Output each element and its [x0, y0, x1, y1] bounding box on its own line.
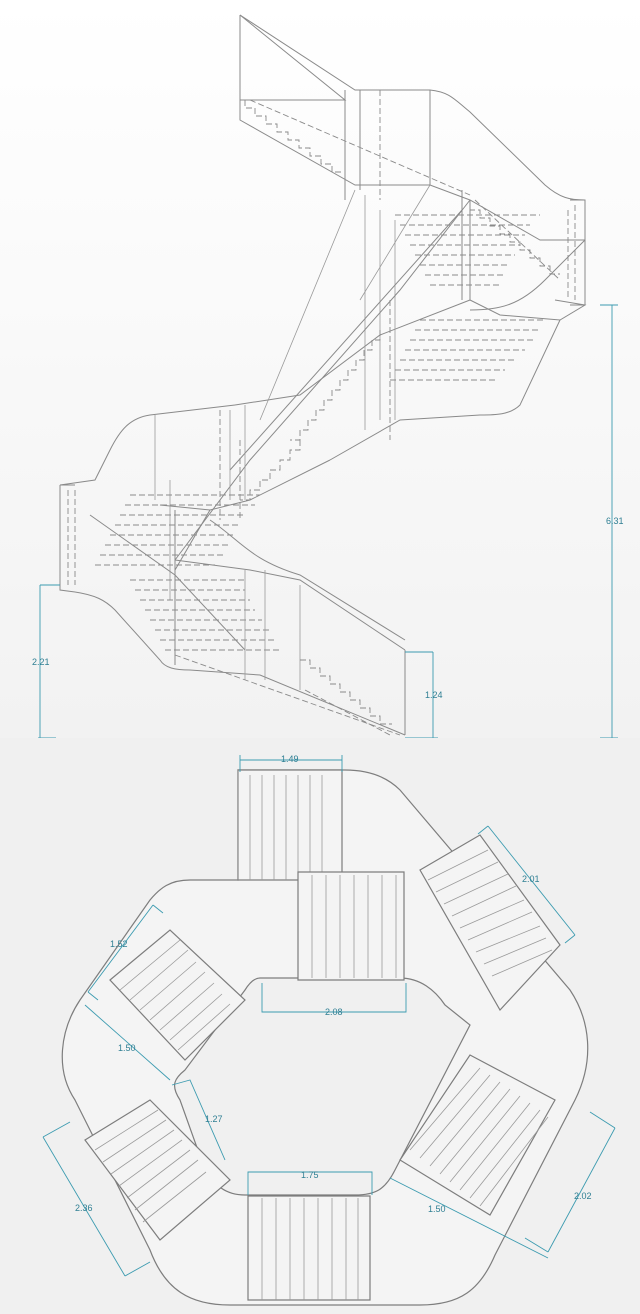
dim-upper-left-flight: 1.52: [87, 904, 164, 1001]
plan-view: 1.49 2.01 1.52 2.08 1.50 1.27 1.75 2.36: [0, 738, 640, 1314]
dim-lower-left-flight: 2.36: [42, 1121, 151, 1277]
dim-upper-right-label: 2.01: [522, 874, 540, 884]
dim-inner-opening: 2.08: [261, 983, 407, 1017]
dim-inner-opening-label: 2.08: [325, 1007, 343, 1017]
dim-upper-right-flight: 2.01: [477, 825, 576, 944]
dim-lower-right-label: 2.02: [574, 1191, 592, 1201]
dim-top-flight-width: 1.49: [239, 754, 343, 772]
dim-first-rise-label: 1.24: [425, 690, 443, 700]
dim-bottom-inner-edge: 1.75: [247, 1170, 373, 1195]
dim-left-landing-label: 1.50: [118, 1043, 136, 1053]
dim-left-landing: 1.50: [84, 1004, 171, 1081]
plan-lower-right-flight: [399, 1054, 556, 1216]
plan-lower-left-flight: [84, 1099, 231, 1241]
elevation-view: 6.31 2.21 1.24: [0, 0, 640, 739]
dim-lower-left-label: 2.36: [75, 1203, 93, 1213]
dim-inner-left-edge: 1.27: [171, 1079, 226, 1161]
dim-lower-right-flight: 2.02: [524, 1111, 616, 1253]
plan-bottom-flight: [247, 1195, 371, 1301]
dim-top-flight-label: 1.49: [281, 754, 299, 764]
dim-bottom-inner-label: 1.75: [301, 1170, 319, 1180]
plan-upper-right-flight: [419, 834, 561, 1012]
plan-upper-inner-flight: [297, 871, 405, 981]
dim-lower-right-landing: 1.50: [389, 1177, 549, 1259]
dim-lower-right-landing-label: 1.50: [428, 1204, 446, 1214]
dim-upper-left-label: 1.52: [110, 939, 128, 949]
plan-inner-opening: [173, 977, 471, 1196]
dim-total-height-label: 6.31: [606, 516, 624, 526]
plan-top-flight: [237, 769, 343, 881]
plan-upper-left-flight: [109, 929, 246, 1061]
dim-lower-landing-label: 2.21: [32, 657, 50, 667]
dim-inner-left-label: 1.27: [205, 1114, 223, 1124]
